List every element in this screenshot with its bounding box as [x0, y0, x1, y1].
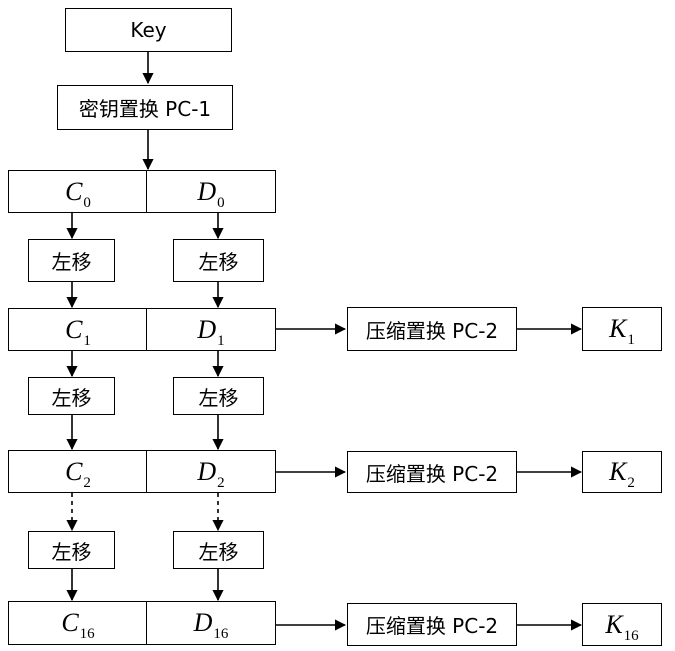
d0-box: D0	[146, 170, 276, 213]
c1-box: C1	[8, 308, 148, 351]
shift-label: 左移	[198, 539, 239, 564]
k16-box: K16	[582, 603, 662, 646]
k1-box: K1	[582, 307, 662, 351]
c2-box: C2	[8, 450, 148, 493]
shift-label: 左移	[51, 250, 92, 274]
key-box: Key	[65, 8, 232, 52]
c16-box: C16	[8, 601, 148, 645]
c1-label: C1	[65, 314, 91, 349]
pc2-label: 压缩置换 PC-2	[365, 461, 499, 486]
shift-label: 左移	[51, 539, 92, 564]
shift-box-d1: 左移	[173, 239, 264, 282]
c0-box: C0	[8, 170, 148, 213]
c2-label: C2	[65, 456, 91, 491]
d16-box: D16	[146, 601, 276, 645]
key-label: Key	[130, 18, 167, 42]
shift-box-c16: 左移	[28, 531, 115, 569]
pc2-label: 压缩置换 PC-2	[365, 318, 499, 343]
k1-label: K1	[609, 314, 635, 348]
c0-label: C0	[65, 176, 91, 211]
d2-box: D2	[146, 450, 276, 493]
pc1-box: 密钥置换 PC-1	[57, 85, 233, 130]
pc2-box-16: 压缩置换 PC-2	[347, 603, 517, 646]
pc2-box-2: 压缩置换 PC-2	[347, 451, 517, 493]
k2-label: K2	[609, 457, 635, 491]
pc2-label: 压缩置换 PC-2	[365, 614, 499, 638]
pc2-box-1: 压缩置换 PC-2	[347, 307, 517, 351]
d0-label: D0	[197, 176, 225, 211]
d1-label: D1	[197, 314, 225, 349]
k16-label: K16	[605, 609, 639, 644]
d2-label: D2	[197, 456, 225, 491]
k2-box: K2	[582, 451, 662, 493]
shift-label: 左移	[198, 385, 239, 410]
d16-label: D16	[193, 608, 229, 642]
shift-label: 左移	[198, 250, 239, 274]
d1-box: D1	[146, 308, 276, 351]
shift-box-c1: 左移	[28, 239, 115, 282]
c16-label: C16	[61, 608, 95, 642]
shift-label: 左移	[51, 385, 92, 410]
shift-box-c2: 左移	[28, 377, 115, 415]
shift-box-d16: 左移	[173, 531, 264, 569]
pc1-label: 密钥置换 PC-1	[78, 97, 212, 121]
shift-box-d2: 左移	[173, 377, 264, 415]
